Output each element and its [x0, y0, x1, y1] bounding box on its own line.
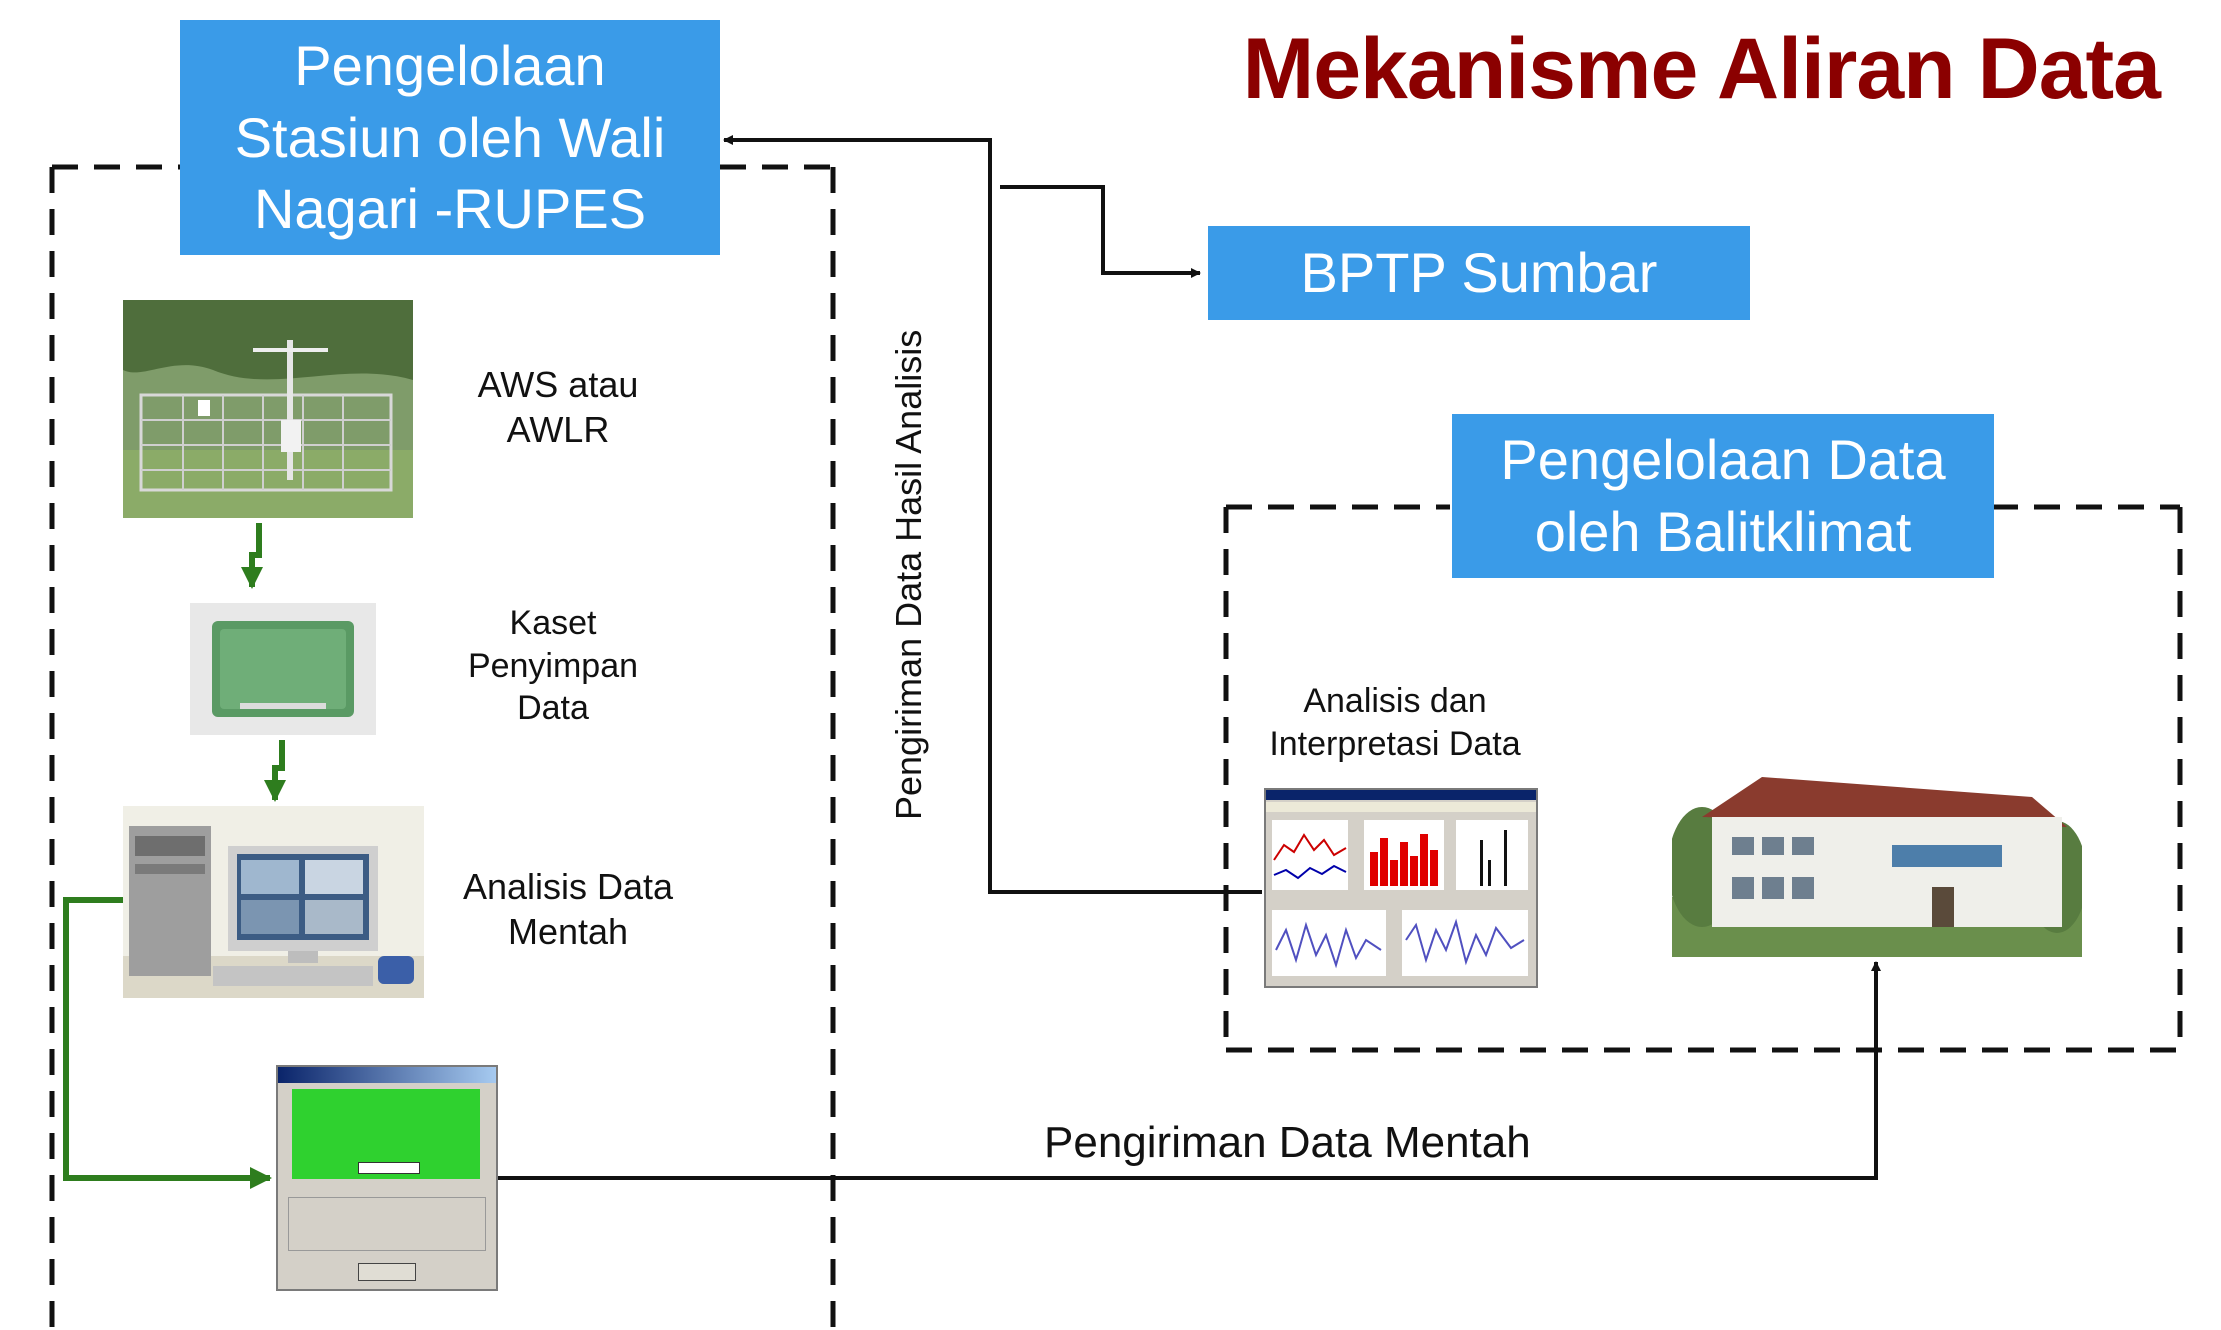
balitklimat-building-photo — [1672, 757, 2082, 957]
transfer-software-window — [276, 1065, 498, 1291]
pc-to-window-arrow — [63, 897, 272, 1189]
data-cassette-photo — [190, 603, 376, 735]
page-title: Mekanisme Aliran Data — [1242, 21, 2161, 117]
analisis-mentah-label: Analisis Data Mentah — [462, 866, 674, 952]
close-button — [358, 1263, 416, 1281]
hasil-analisis-arrow — [723, 135, 1262, 894]
aws-station-photo — [123, 300, 413, 518]
data-mentah-arrow — [498, 961, 1881, 1180]
aws-to-kaset-arrow — [241, 523, 263, 589]
progress-bar — [358, 1162, 420, 1174]
aws-label: AWS atau AWLR — [477, 364, 639, 450]
kaset-label: Kaset Penyimpan Data — [467, 604, 639, 727]
data-mentah-label: Pengiriman Data Mentah — [1044, 1118, 1531, 1167]
bptp-arrow — [1000, 185, 1201, 278]
rupes-region-border — [49, 164, 836, 1330]
balitklimat-box: Pengelolaan Data oleh Balitklimat — [1452, 414, 1994, 578]
rupes-box: Pengelolaan Stasiun oleh Wali Nagari -RU… — [180, 20, 720, 255]
hasil-analisis-label: Pengiriman Data Hasil Analisis — [888, 329, 929, 820]
settings-group — [288, 1197, 486, 1251]
bptp-box: BPTP Sumbar — [1208, 226, 1750, 320]
analisis-interpretasi-label: Analisis dan Interpretasi Data — [1269, 682, 1521, 763]
kaset-to-pc-arrow — [264, 740, 286, 802]
balitklimat-region-border — [1223, 504, 2183, 1053]
computer-photo — [123, 806, 424, 998]
window-titlebar — [278, 1067, 496, 1083]
analysis-software-screenshot — [1264, 788, 1538, 988]
